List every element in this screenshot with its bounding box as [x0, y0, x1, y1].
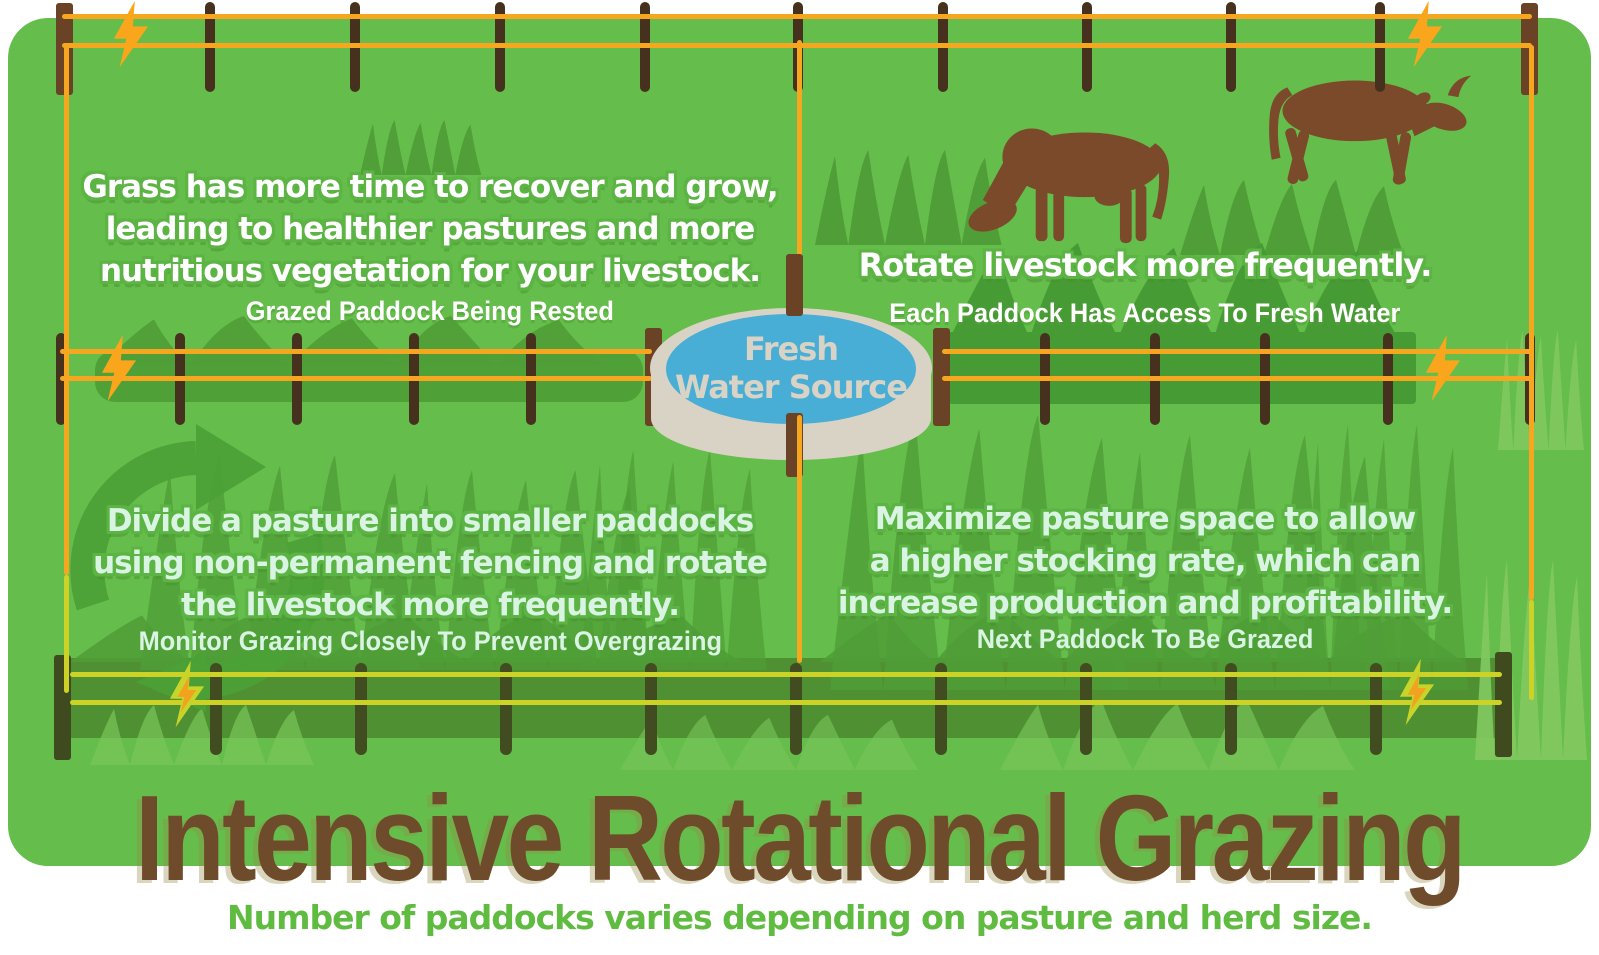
fence-wire-vertical	[1529, 600, 1534, 700]
fence-corner-post	[786, 254, 803, 316]
heading-line: the livestock more frequently.	[181, 587, 680, 623]
fence-post	[500, 663, 512, 755]
grass-tuft-icon	[815, 150, 1015, 245]
heading-line: Divide a pasture into smaller paddocks	[106, 503, 754, 539]
fence-post	[1080, 663, 1092, 755]
fence-wire	[942, 349, 1534, 354]
fence-post	[645, 663, 657, 755]
heading-line: Rotate livestock more frequently.	[858, 246, 1433, 284]
lightning-bolt-icon	[1398, 658, 1436, 726]
grass-tuft-icon	[90, 705, 330, 765]
heading-line: increase production and profitability.	[837, 585, 1453, 621]
fence-wire-vertical	[64, 45, 69, 575]
heading-line: using non-permanent fencing and rotate	[93, 545, 768, 581]
grass-tuft-icon	[1000, 700, 1380, 770]
lightning-bolt-icon	[1424, 334, 1462, 402]
cow-grazing-icon	[945, 106, 1195, 248]
paddock-bottom-right-caption: Next Paddock To Be Grazed	[976, 624, 1314, 654]
grass-tuft-icon	[1475, 560, 1595, 760]
grass-tuft-icon	[830, 415, 1150, 690]
fence-wire-vertical	[797, 40, 802, 312]
heading-line: nutritious vegetation for your livestock…	[99, 253, 761, 289]
heading-line: Maximize pasture space to allow	[874, 501, 1417, 537]
lightning-bolt-icon	[112, 0, 150, 68]
heading-line: Grass has more time to recover and grow,	[82, 169, 778, 205]
grass-tuft-icon	[1498, 330, 1590, 450]
lightning-bolt-icon	[168, 660, 206, 728]
trough-water	[666, 314, 916, 424]
fence-post	[355, 663, 367, 755]
paddock-top-right-heading: Rotate livestock more frequently.	[830, 244, 1460, 286]
fence-post	[210, 663, 222, 755]
grass-tuft-icon	[1180, 180, 1420, 255]
fence-corner-post	[1495, 652, 1512, 757]
lightning-bolt-icon	[100, 334, 138, 402]
grass-band	[948, 332, 1416, 404]
paddock-top-left-caption: Grazed Paddock Being Rested	[245, 296, 615, 326]
grass-tuft-icon	[580, 450, 780, 670]
fence-wire-vertical	[64, 575, 69, 693]
fence-wire	[60, 376, 652, 381]
fence-wire	[70, 700, 1502, 705]
grass-tuft-icon	[1300, 425, 1480, 690]
heading-line: a higher stocking rate, which can	[869, 543, 1422, 579]
page-title: Intensive Rotational Grazing	[135, 770, 1466, 906]
water-source-line2: Water Source	[675, 368, 908, 406]
grass-tuft-icon	[140, 455, 440, 670]
page-subtitle: Number of paddocks varies depending on p…	[227, 898, 1373, 937]
paddock-top-right-caption: Each Paddock Has Access To Fresh Water	[889, 298, 1401, 328]
fence-wire	[70, 672, 1502, 677]
fence-post	[1225, 663, 1237, 755]
fence-wire	[942, 376, 1534, 381]
grass-tuft-icon	[820, 610, 1510, 662]
paddock-top-left-heading: Grass has more time to recover and grow,…	[65, 166, 795, 292]
grass-tuft-icon	[620, 715, 940, 770]
grass-tuft-icon	[70, 612, 790, 662]
paddock-bottom-right-heading: Maximize pasture space to allow a higher…	[815, 498, 1475, 624]
water-source-label: Fresh Water Source	[650, 330, 932, 406]
fence-post	[1370, 663, 1382, 755]
grass-tuft-icon	[360, 120, 490, 175]
fence-post	[935, 663, 947, 755]
lightning-bolt-icon	[1406, 0, 1444, 68]
fence-post	[790, 663, 802, 755]
fence-wire-vertical	[1529, 45, 1534, 600]
fence-wire	[62, 14, 1532, 19]
water-source-line1: Fresh	[743, 330, 839, 368]
paddock-bottom-left-heading: Divide a pasture into smaller paddocks u…	[65, 500, 795, 626]
fence-wire-vertical	[797, 415, 802, 663]
water-trough: Fresh Water Source	[650, 308, 932, 460]
cow-walking-icon	[1252, 60, 1487, 192]
paddock-bottom-left-caption: Monitor Grazing Closely To Prevent Overg…	[138, 626, 722, 656]
heading-line: leading to healthier pastures and more	[105, 211, 756, 247]
grass-tuft-icon	[950, 243, 1430, 338]
fence-wire	[60, 349, 652, 354]
